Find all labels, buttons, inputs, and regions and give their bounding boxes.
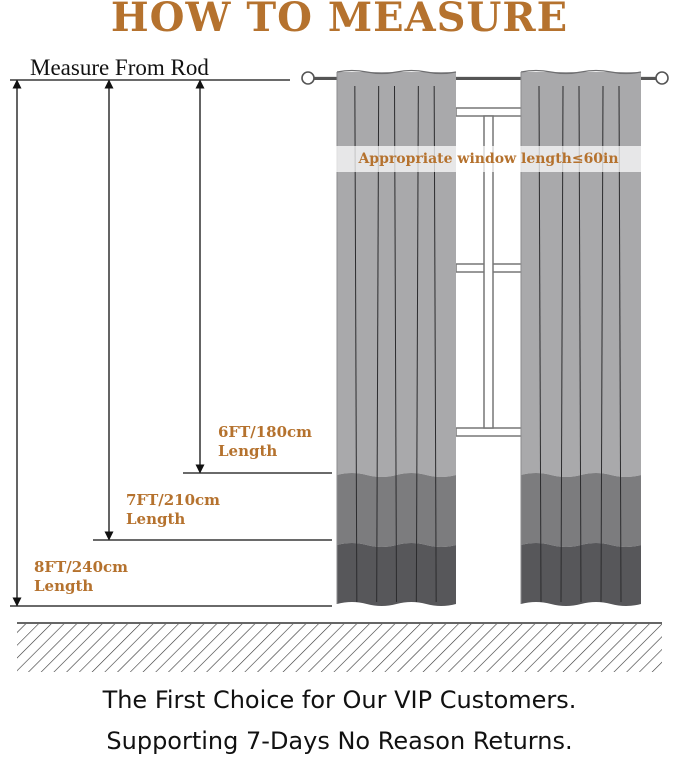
curtain-left-panel-pleat <box>376 85 380 603</box>
window-length-note: Appropriate window length≤60in <box>336 146 641 172</box>
footer-line-2: Supporting 7-Days No Reason Returns. <box>106 727 573 755</box>
curtain-right-panel-pleat <box>618 85 622 603</box>
curtain-left-panel-pleat <box>415 85 419 603</box>
page-title: HOW TO MEASURE <box>110 0 569 41</box>
curtain-left-panel-band-1 <box>337 72 456 477</box>
floor-hatch <box>17 624 662 672</box>
length-8ft-word: Length <box>34 577 94 595</box>
length-8ft-label: 8FT/240cm Length <box>34 558 128 596</box>
length-6ft-size: 6FT/180cm <box>218 423 313 441</box>
length-6ft-word: Length <box>218 442 278 460</box>
measure-from-rod-label: Measure From Rod <box>30 55 209 80</box>
curtain-left-panel-pleat <box>394 85 397 603</box>
curtain-left-panel <box>336 69 457 606</box>
curtain-right-panel-pleat <box>538 85 542 603</box>
curtain-right-panel-band-1 <box>521 72 641 477</box>
footer-line-1: The First Choice for Our VIP Customers. <box>102 686 577 714</box>
curtain-right-panel-pleat <box>560 85 564 603</box>
length-6ft-label: 6FT/180cm Length <box>218 423 312 461</box>
curtain-right-panel-pleat <box>578 85 582 603</box>
length-7ft-label: 7FT/210cm Length <box>126 491 220 529</box>
curtain-right-panel-heading <box>520 69 642 75</box>
length-7ft-size: 7FT/210cm <box>126 491 221 509</box>
curtains <box>336 69 642 606</box>
curtain-left-panel-heading <box>336 69 457 75</box>
length-8ft-size: 8FT/240cm <box>34 558 129 576</box>
length-7ft-word: Length <box>126 510 186 528</box>
curtain-right-panel-pleat <box>600 85 604 603</box>
curtain-left-panel-pleat <box>354 85 358 603</box>
curtain-left-panel-pleat <box>433 85 437 603</box>
